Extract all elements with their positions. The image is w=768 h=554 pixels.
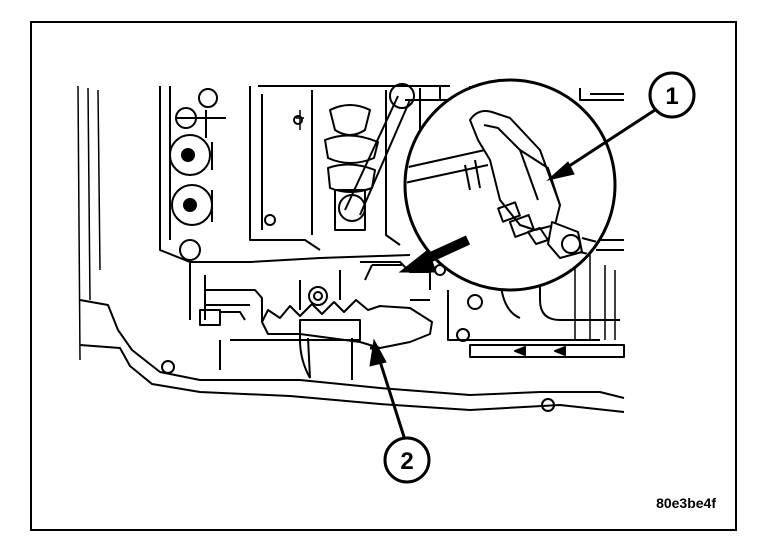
callout-2-label: 2 xyxy=(400,448,413,475)
diagram-border xyxy=(30,21,737,531)
callout-2: 2 xyxy=(383,436,431,484)
valve-body-drawing xyxy=(77,83,625,413)
mounting-hole xyxy=(541,398,555,412)
mounting-hole xyxy=(161,360,175,374)
detail-magnifier-circle xyxy=(403,78,617,292)
pointer-arrow-icon xyxy=(369,108,656,441)
figure-code: 80e3be4f xyxy=(656,495,716,511)
callout-1: 1 xyxy=(648,71,696,119)
callout-1-label: 1 xyxy=(665,83,678,110)
